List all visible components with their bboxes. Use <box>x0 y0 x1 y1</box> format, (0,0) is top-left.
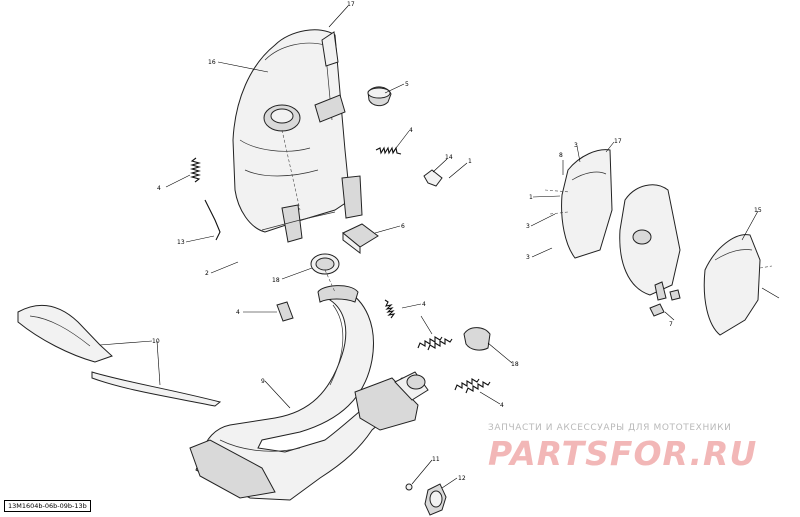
callout-17: 17 <box>347 1 355 8</box>
heat-shield-cover-part <box>561 149 613 259</box>
header-pipe-part <box>189 285 429 501</box>
callout-14: 14 <box>445 154 453 161</box>
spring-left-part <box>189 157 202 183</box>
nut-part <box>424 483 447 516</box>
callout-10: 10 <box>152 338 160 345</box>
watermark-logo: PARTSFOR.RU <box>488 434 758 473</box>
callout-9: 9 <box>261 378 265 385</box>
heat-shield-part <box>17 304 222 407</box>
callout-15: 15 <box>754 207 762 214</box>
diagram-reference-code: 13M1604b-06b-09b-13b <box>4 500 91 512</box>
gasket-ring-part <box>310 253 340 275</box>
callout-3: 3 <box>526 254 530 261</box>
watermark-tagline: ЗАПЧАСТИ И АКСЕССУАРЫ ДЛЯ МОТОТЕХНИКИ <box>488 423 732 433</box>
callout-7: 7 <box>669 321 673 328</box>
muffler-part <box>232 29 363 243</box>
callout-4: 4 <box>236 309 240 316</box>
spring-mid-part <box>384 299 396 319</box>
clamp-part <box>423 169 443 187</box>
callout-3: 3 <box>526 223 530 230</box>
callout-1: 1 <box>468 158 472 165</box>
callout-4: 4 <box>422 301 426 308</box>
callout-2: 2 <box>205 270 209 277</box>
callout-5: 5 <box>405 81 409 88</box>
fastener-part <box>649 303 665 317</box>
bracket-rod-part <box>204 199 221 241</box>
spring-pair-part <box>417 336 453 351</box>
callout-18: 18 <box>272 277 280 284</box>
callout-1: 1 <box>529 194 533 201</box>
callout-6: 6 <box>401 223 405 230</box>
clip-part <box>276 301 294 322</box>
damper-block-part <box>342 223 379 255</box>
callout-3: 3 <box>574 142 578 149</box>
rubber-grommet-part <box>367 86 392 107</box>
callout-8: 8 <box>559 152 563 159</box>
callout-labels: 17 16 5 4 4 14 1 6 13 2 18 4 4 10 9 18 4… <box>152 1 762 482</box>
spring-upper-part <box>375 146 402 155</box>
callout-12: 12 <box>458 475 466 482</box>
callout-4: 4 <box>409 127 413 134</box>
leader-lines <box>99 5 780 489</box>
callout-4: 4 <box>157 185 161 192</box>
muffler-assembled-part <box>619 184 681 301</box>
callout-18: 18 <box>511 361 519 368</box>
spring-lower-part <box>454 378 491 394</box>
callout-4: 4 <box>500 402 504 409</box>
end-cap-part <box>463 327 491 351</box>
fastener-small-part <box>669 289 681 301</box>
side-cover-part <box>703 234 761 336</box>
callout-16: 16 <box>208 59 216 66</box>
callout-11: 11 <box>432 456 440 463</box>
callout-17: 17 <box>614 138 622 145</box>
bolt-part <box>405 483 413 491</box>
callout-13: 13 <box>177 239 185 246</box>
